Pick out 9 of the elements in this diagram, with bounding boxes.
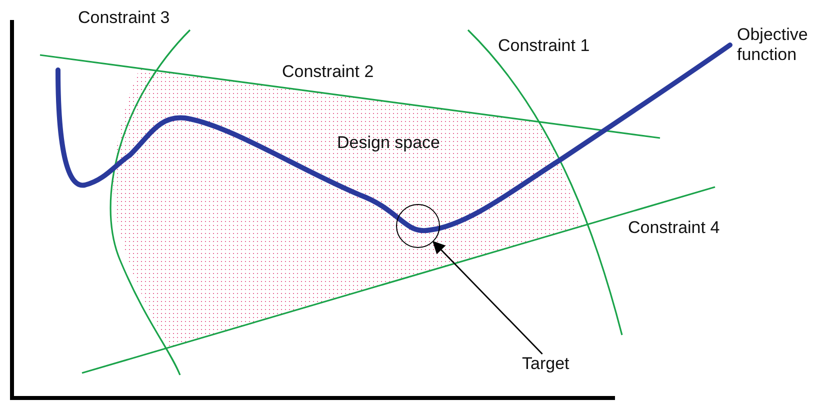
diagram-label: Objective function bbox=[737, 25, 809, 65]
diagram-label: Constraint 1 bbox=[498, 36, 590, 56]
diagram-label: Design space bbox=[337, 133, 440, 153]
diagram-label: Constraint 4 bbox=[628, 218, 720, 238]
diagram-label: Constraint 3 bbox=[78, 8, 170, 28]
diagram-label: Constraint 2 bbox=[282, 62, 374, 82]
callout-label: Target bbox=[522, 354, 570, 374]
leader-arrow bbox=[432, 240, 543, 354]
target-circle bbox=[396, 204, 440, 248]
